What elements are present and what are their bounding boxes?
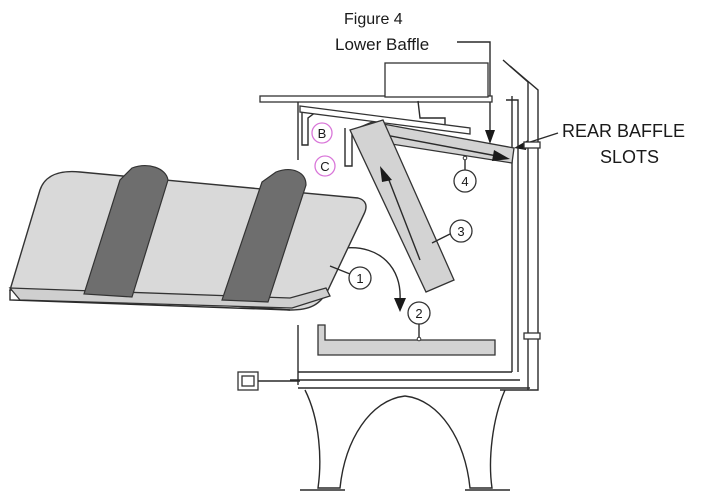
strap-left <box>83 165 169 298</box>
stove-body <box>237 59 541 491</box>
callout-4-label: 4 <box>461 174 468 189</box>
callout-4: 4 <box>453 155 477 193</box>
lower-baffle-leader <box>457 41 491 135</box>
figure-title: Figure 4 <box>344 11 403 28</box>
callout-2-label: 2 <box>415 306 422 321</box>
callout-1: 1 <box>329 265 372 290</box>
marker-b: B <box>311 122 333 144</box>
rear-baffle-label-line1: REAR BAFFLE <box>562 121 685 141</box>
baffle-floor <box>317 324 496 356</box>
callout-3-label: 3 <box>457 224 464 239</box>
removed-baffle-board <box>8 165 367 311</box>
callout-2: 2 <box>407 301 431 342</box>
marker-c-label: C <box>320 159 329 174</box>
lower-baffle-label: Lower Baffle <box>335 35 429 54</box>
strap-right <box>221 169 307 303</box>
arrow-3-head <box>380 166 392 182</box>
upper-baffle-rail <box>299 105 471 135</box>
baffle-tilted <box>349 119 455 293</box>
arrow-1-path <box>344 247 401 301</box>
arrow-1-head <box>394 298 406 312</box>
arrow-4-head <box>492 150 510 161</box>
marker-b-label: B <box>318 126 327 141</box>
arrow-4-path <box>379 133 498 157</box>
arrow-3-path <box>386 174 421 261</box>
rear-baffle-label-line2: SLOTS <box>600 147 659 167</box>
callout-1-label: 1 <box>356 271 363 286</box>
lower-baffle-arrowhead <box>485 130 495 144</box>
left-baffle-bracket <box>301 111 353 167</box>
marker-c: C <box>314 155 336 177</box>
callout-3: 3 <box>431 219 473 244</box>
